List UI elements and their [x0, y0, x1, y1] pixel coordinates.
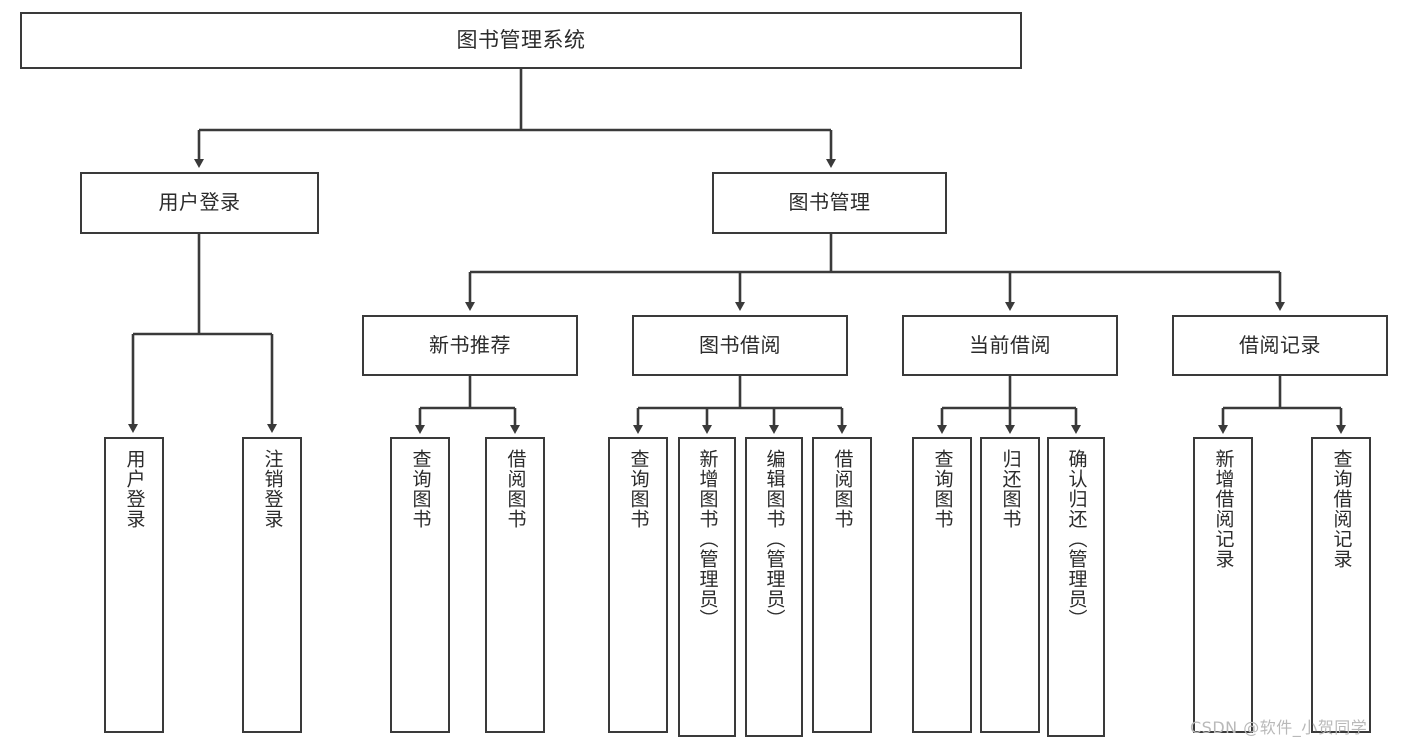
- node-leaf-query-record[interactable]: 查询借阅记录: [1311, 437, 1371, 733]
- node-leaf-query-book-1-label: 查询图书: [409, 449, 432, 529]
- node-leaf-add-record-label: 新增借阅记录: [1212, 449, 1235, 569]
- node-leaf-borrow-book-2[interactable]: 借阅图书: [812, 437, 872, 733]
- node-leaf-add-book-label: 新增图书（管理员）: [696, 449, 719, 629]
- node-leaf-query-book-2-label: 查询图书: [627, 449, 650, 529]
- node-current-borrow[interactable]: 当前借阅: [902, 315, 1118, 376]
- node-new-book-recommend-label: 新书推荐: [429, 332, 511, 357]
- node-leaf-query-book-1[interactable]: 查询图书: [390, 437, 450, 733]
- node-book-borrow-label: 图书借阅: [699, 332, 781, 357]
- node-leaf-query-book-3-label: 查询图书: [931, 449, 954, 529]
- node-new-book-recommend[interactable]: 新书推荐: [362, 315, 578, 376]
- node-leaf-logout-label: 注销登录: [261, 449, 284, 529]
- watermark: CSDN @软件_小贺同学: [1190, 718, 1368, 737]
- node-leaf-edit-book-label: 编辑图书（管理员）: [763, 449, 786, 629]
- node-leaf-return-book-label: 归还图书: [999, 449, 1022, 529]
- node-leaf-add-book[interactable]: 新增图书（管理员）: [678, 437, 736, 737]
- node-user-login-label: 用户登录: [158, 190, 241, 215]
- node-leaf-query-record-label: 查询借阅记录: [1330, 449, 1353, 569]
- node-book-manage-label: 图书管理: [788, 190, 871, 215]
- node-leaf-confirm-return-label: 确认归还（管理员）: [1065, 449, 1088, 629]
- node-leaf-confirm-return[interactable]: 确认归还（管理员）: [1047, 437, 1105, 737]
- node-leaf-borrow-book-1[interactable]: 借阅图书: [485, 437, 545, 733]
- node-user-login[interactable]: 用户登录: [80, 172, 319, 234]
- node-root[interactable]: 图书管理系统: [20, 12, 1022, 69]
- node-book-manage[interactable]: 图书管理: [712, 172, 947, 234]
- node-borrow-record-label: 借阅记录: [1239, 332, 1321, 357]
- node-leaf-user-login[interactable]: 用户登录: [104, 437, 164, 733]
- node-leaf-add-record[interactable]: 新增借阅记录: [1193, 437, 1253, 733]
- node-leaf-query-book-2[interactable]: 查询图书: [608, 437, 668, 733]
- node-current-borrow-label: 当前借阅: [969, 332, 1051, 357]
- node-book-borrow[interactable]: 图书借阅: [632, 315, 848, 376]
- node-leaf-logout[interactable]: 注销登录: [242, 437, 302, 733]
- node-leaf-query-book-3[interactable]: 查询图书: [912, 437, 972, 733]
- node-root-label: 图书管理系统: [456, 28, 586, 53]
- node-leaf-edit-book[interactable]: 编辑图书（管理员）: [745, 437, 803, 737]
- node-leaf-return-book[interactable]: 归还图书: [980, 437, 1040, 733]
- node-borrow-record[interactable]: 借阅记录: [1172, 315, 1388, 376]
- node-leaf-borrow-book-2-label: 借阅图书: [831, 449, 854, 529]
- node-leaf-borrow-book-1-label: 借阅图书: [504, 449, 527, 529]
- node-leaf-user-login-label: 用户登录: [123, 449, 146, 529]
